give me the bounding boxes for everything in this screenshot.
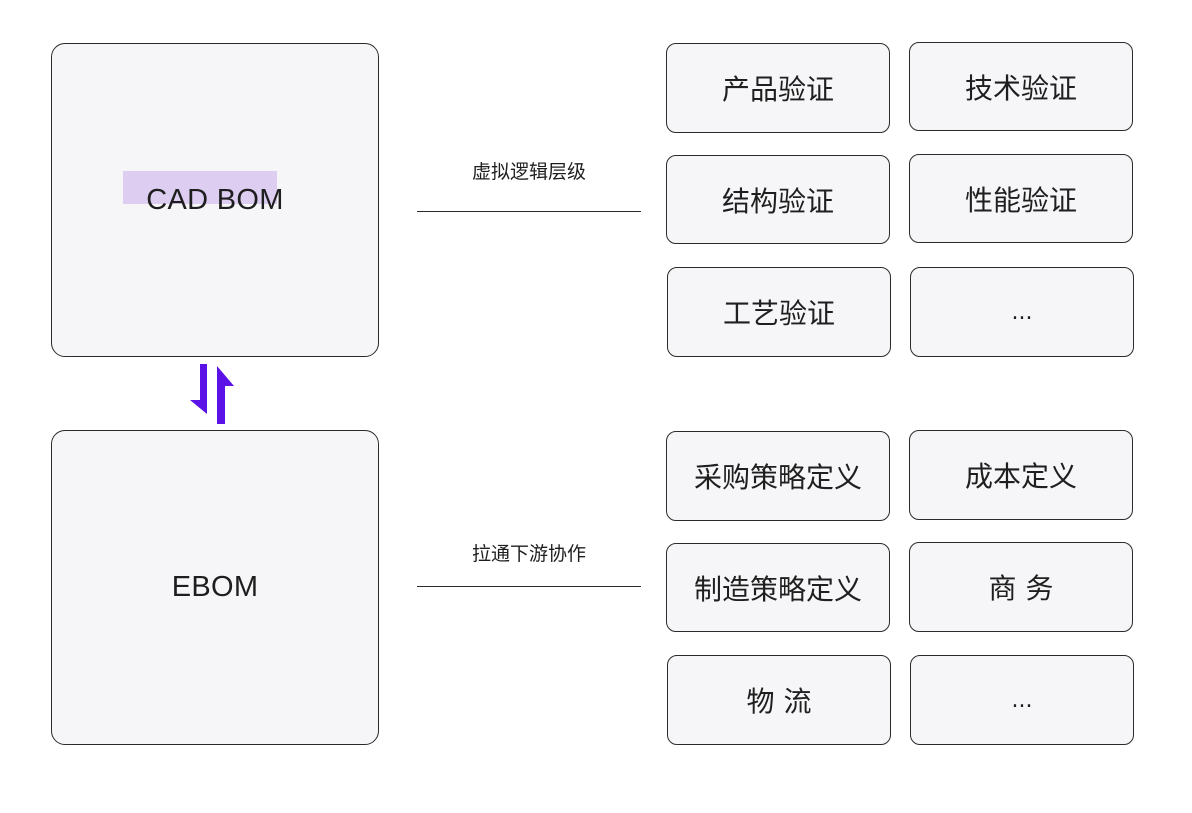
item-label: 结构验证 xyxy=(721,184,834,218)
ebom-label: EBOM xyxy=(171,571,259,603)
item-label: 产品验证 xyxy=(721,73,834,106)
bottom-connector-label: 拉通下游协作 xyxy=(471,543,586,565)
cad-bom-label: CAD BOM xyxy=(146,183,284,216)
top-connector-label: 虚拟逻辑层级 xyxy=(471,161,586,183)
item-label: 采购策略定义 xyxy=(693,461,862,494)
up-arrow-icon xyxy=(217,366,234,424)
item-process-verification: 工艺验证 xyxy=(667,267,891,357)
item-business: 商 务 xyxy=(909,542,1133,632)
item-product-verification: 产品验证 xyxy=(666,43,890,133)
cad-bom-highlight xyxy=(123,171,277,204)
item-label: 商 务 xyxy=(988,572,1054,605)
item-performance-verification: 性能验证 xyxy=(909,154,1133,243)
item-more-top: ... xyxy=(910,267,1134,357)
item-cost-definition: 成本定义 xyxy=(909,430,1133,520)
item-logistics: 物 流 xyxy=(667,655,891,745)
item-structural-verification: 结构验证 xyxy=(666,155,890,244)
item-label: 成本定义 xyxy=(964,460,1077,493)
item-procurement-strategy: 采购策略定义 xyxy=(666,431,890,521)
ebom-box: EBOM xyxy=(51,430,379,745)
item-label: 工艺验证 xyxy=(722,297,835,330)
item-label: 技术验证 xyxy=(964,71,1077,105)
bidirectional-arrows-icon xyxy=(190,364,234,424)
item-more-bottom: ... xyxy=(910,655,1134,745)
cad-bom-box: CAD BOM xyxy=(51,43,379,357)
item-technical-verification: 技术验证 xyxy=(909,42,1133,131)
item-label: ... xyxy=(1011,687,1033,713)
item-manufacturing-strategy: 制造策略定义 xyxy=(666,543,890,632)
item-label: 物 流 xyxy=(746,685,812,718)
item-label: ... xyxy=(1011,299,1033,325)
bottom-connector-line xyxy=(417,586,641,587)
down-arrow-icon xyxy=(190,364,207,414)
item-label: 制造策略定义 xyxy=(693,572,862,606)
item-label: 性能验证 xyxy=(964,183,1077,217)
top-connector-line xyxy=(417,211,641,212)
